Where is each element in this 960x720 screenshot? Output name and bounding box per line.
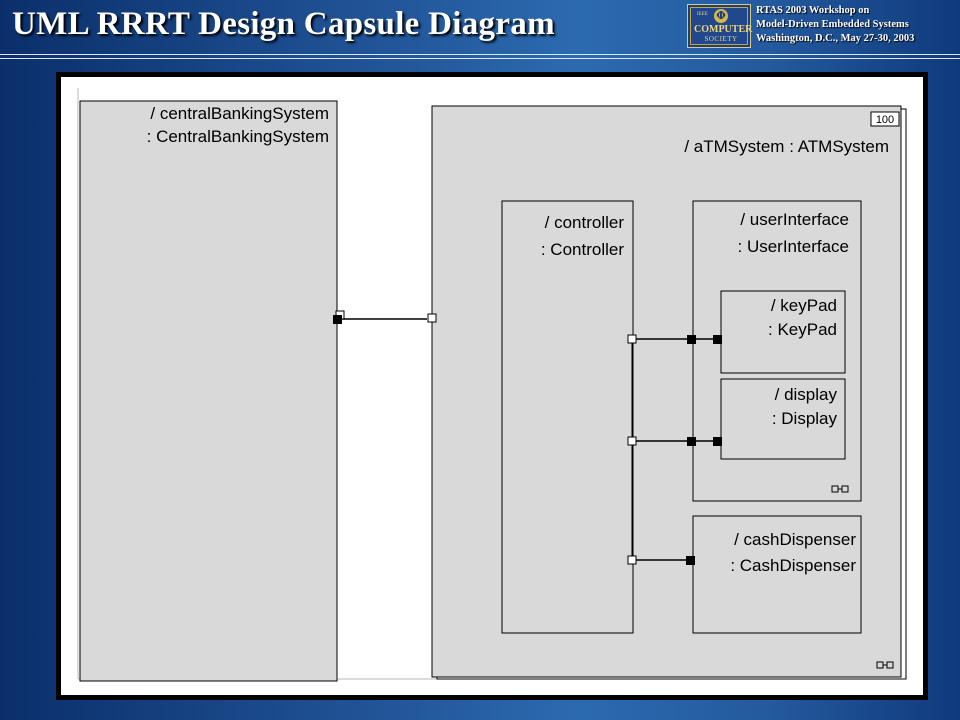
header-rule-bottom [0,58,960,59]
logo-emblem-icon: Φ [714,9,728,23]
display-type: : Display [772,409,838,428]
keypad-role: / keyPad [771,296,837,315]
capsule-diagram: / centralBankingSystem : CentralBankingS… [77,88,907,682]
controller-port-1 [627,334,637,344]
multiplicity-box [870,111,900,127]
atm-structure-icon [876,661,894,669]
controller-port-2 [627,436,637,446]
user-interface-role: / userInterface [740,210,849,229]
event-line-1: RTAS 2003 Workshop on [756,5,870,16]
ui-keypad-relay-port [687,335,696,344]
atm-system-role: / aTMSystem : ATMSystem [684,137,889,156]
banking-port [333,315,342,324]
display-role: / display [775,385,838,404]
central-banking-type: : CentralBankingSystem [147,127,329,146]
multiplicity-label: 100 [876,114,894,126]
user-interface-type: : UserInterface [738,237,850,256]
diagram-frame: / centralBankingSystem : CentralBankingS… [56,72,928,700]
slide-title: UML RRRT Design Capsule Diagram [12,6,555,42]
diagram-canvas: / centralBankingSystem : CentralBankingS… [61,77,923,695]
cash-dispenser-role: / cashDispenser [734,530,856,549]
keypad-capsule[interactable]: / keyPad : KeyPad [720,290,846,374]
display-port [713,437,722,446]
event-line-2: Model-Driven Embedded Systems [756,19,909,30]
controller-type: : Controller [541,240,624,259]
atm-relay-port [427,313,437,323]
central-banking-role: / centralBankingSystem [150,104,329,123]
display-capsule[interactable]: / display : Display [720,378,846,460]
connectors [341,318,713,561]
logo-computer-text: COMPUTER [694,24,753,35]
logo-ieee-text: IEEE [697,12,708,17]
logo-society-text: SOCIETY [704,35,738,43]
controller-capsule[interactable]: / controller : Controller [501,200,634,634]
event-line-3: Washington, D.C., May 27-30, 2003 [756,33,915,44]
central-banking-capsule[interactable]: / centralBankingSystem : CentralBankingS… [79,100,338,682]
header-rule-top [0,54,960,55]
user-interface-structure-icon [831,485,849,493]
cash-dispenser-capsule[interactable]: / cashDispenser : CashDispenser [692,515,862,634]
ui-display-relay-port [687,437,696,446]
event-info: RTAS 2003 Workshop on Model-Driven Embed… [756,4,914,46]
controller-role: / controller [545,213,625,232]
cash-dispenser-port [686,556,695,565]
computer-society-logo: IEEE Φ COMPUTER SOCIETY [687,4,753,48]
keypad-type: : KeyPad [768,320,837,339]
keypad-port [713,335,722,344]
controller-port-3 [627,555,637,565]
cash-dispenser-type: : CashDispenser [730,556,856,575]
ports [333,310,722,565]
